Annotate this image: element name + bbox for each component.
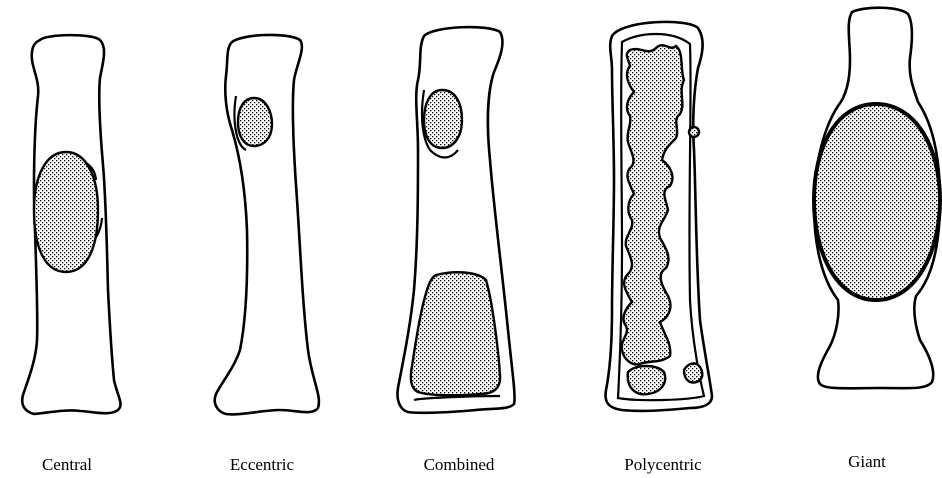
- bone-combined: [397, 27, 514, 413]
- lesion-polycentric-small-1: [628, 366, 665, 394]
- lesion-polycentric-small-2: [684, 363, 702, 382]
- label-eccentric: Eccentric: [192, 455, 332, 475]
- bone-polycentric: [606, 22, 712, 411]
- bone-eccentric: [215, 35, 319, 415]
- label-central: Central: [0, 455, 137, 475]
- label-giant: Giant: [797, 452, 937, 472]
- lesion-polycentric-dot: [689, 127, 699, 137]
- lesion-combined-upper: [424, 90, 462, 148]
- label-polycentric: Polycentric: [593, 455, 733, 475]
- lesion-giant: [814, 104, 940, 300]
- lesion-central: [34, 152, 98, 272]
- bone-central: [22, 35, 120, 414]
- label-combined: Combined: [389, 455, 529, 475]
- bone-giant: [814, 8, 940, 389]
- lesion-eccentric: [238, 98, 272, 146]
